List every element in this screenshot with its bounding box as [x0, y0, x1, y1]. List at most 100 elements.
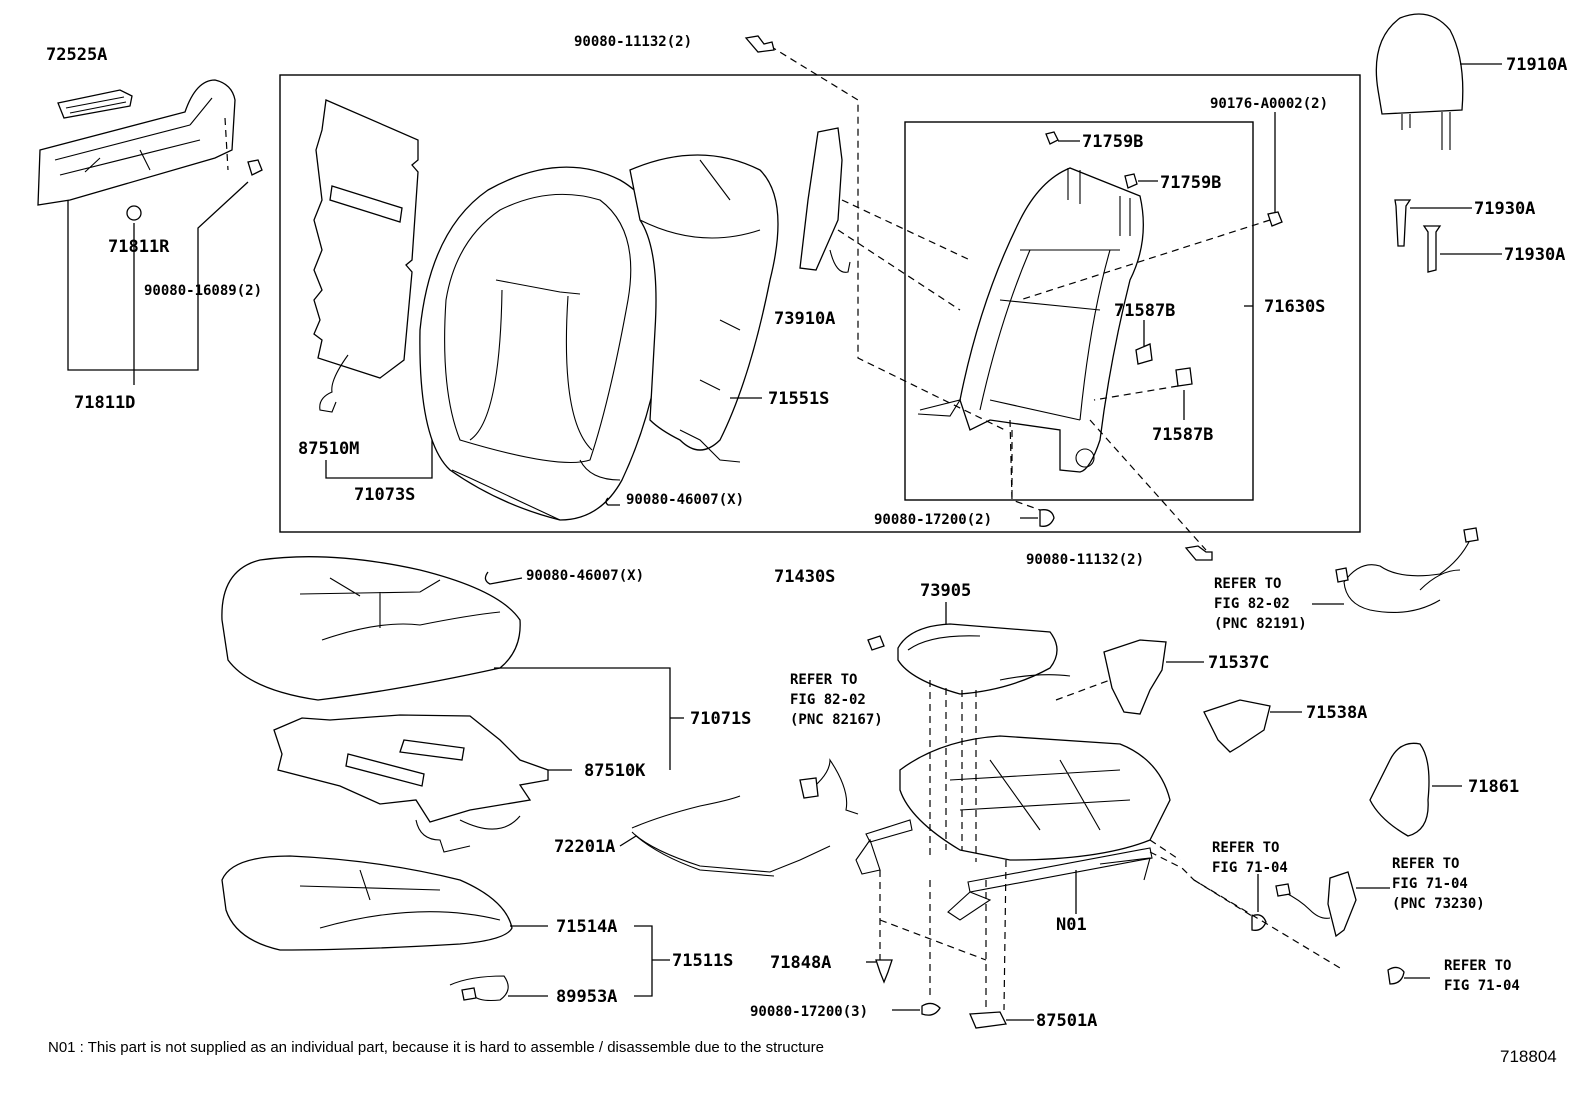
label-72525A: 72525A [46, 45, 107, 65]
ref-82167-line-1: REFER TO [790, 672, 857, 688]
label-71759B-2: 71759B [1160, 173, 1221, 193]
frame-clip-1-drawing [1045, 131, 1059, 145]
label-71587B-1: 71587B [1114, 301, 1175, 321]
harness-82191-drawing [1335, 527, 1479, 613]
seat-track-drawing [855, 735, 1171, 921]
label-71930A-1: 71930A [1474, 199, 1535, 219]
label-71759B-1: 71759B [1082, 132, 1143, 152]
frame-clip-4-drawing [1175, 367, 1193, 387]
ref-73230-line-1: REFER TO [1392, 856, 1459, 872]
label-71811D: 71811D [74, 393, 135, 413]
ref-73230-line-3: (PNC 73230) [1392, 896, 1485, 912]
label-87501A: 87501A [1036, 1011, 1097, 1031]
headrest-support-2-drawing [1422, 225, 1442, 273]
label-72201A: 72201A [554, 837, 615, 857]
connector-87501A-drawing [969, 1011, 1007, 1029]
harness-82167-drawing [799, 758, 859, 815]
ref-82167-line-3: (PNC 82167) [790, 712, 883, 728]
label-71538A: 71538A [1306, 703, 1367, 723]
label-73910A: 73910A [774, 309, 835, 329]
seatback-frame-drawing [917, 167, 1144, 473]
seatback-pad-drawing [629, 154, 779, 463]
frame-nut-drawing [1267, 211, 1283, 227]
ref-82167-line-2: FIG 82-02 [790, 692, 866, 708]
label-71430S: 71430S [774, 567, 835, 587]
reference-82167: REFER TO FIG 82-02 (PNC 82167) [790, 672, 883, 728]
label-87510M: 87510M [298, 439, 359, 459]
ref-71-04-b-line-2: FIG 71-04 [1444, 978, 1520, 994]
armrest-drawing [37, 79, 263, 221]
clip-lower-leader [484, 571, 523, 585]
label-90080-17200-upper: 90080-17200(2) [874, 512, 992, 528]
ref-71-04-a-line-1: REFER TO [1212, 840, 1279, 856]
reference-82191: REFER TO FIG 82-02 (PNC 82191) [1214, 576, 1307, 632]
label-71071S: 71071S [690, 709, 751, 729]
side-cover-drawing [1103, 639, 1167, 715]
figure-code: 718804 [1500, 1047, 1557, 1066]
seat-sensor-drawing [449, 975, 509, 1002]
label-71587B-2: 71587B [1152, 425, 1213, 445]
reference-71-04-a: REFER TO FIG 71-04 [1212, 840, 1288, 876]
label-71551S: 71551S [768, 389, 829, 409]
label-71930A-2: 71930A [1504, 245, 1565, 265]
label-N01: N01 [1056, 915, 1087, 935]
label-90080-11132-mid: 90080-11132(2) [1026, 552, 1144, 568]
seatback-assembly-box [279, 74, 1361, 533]
cushion-cover-drawing [221, 556, 521, 701]
headrest-drawing [1375, 13, 1464, 150]
armrest-bushing-drawing [126, 205, 142, 221]
frame-clip-2-drawing [1124, 173, 1138, 189]
armrest-cover-drawing [57, 89, 133, 119]
ref-71-04-a-line-2: FIG 71-04 [1212, 860, 1288, 876]
armrest-bolt-drawing [247, 159, 263, 176]
seatback-heater-drawing [313, 99, 419, 413]
wire-leader [619, 835, 637, 847]
label-90080-46007-lower: 90080-46007(X) [526, 568, 644, 584]
label-71073S: 71073S [354, 485, 415, 505]
top-bolt-drawing [744, 35, 775, 53]
label-90176-A0002: 90176-A0002(2) [1210, 96, 1328, 112]
label-71630S: 71630S [1264, 297, 1325, 317]
headrest-support-1-drawing [1394, 199, 1412, 247]
label-71811R: 71811R [108, 237, 170, 257]
ref-71-04-b-line-1: REFER TO [1444, 958, 1511, 974]
label-71511S: 71511S [672, 951, 733, 971]
label-87510K: 87510K [584, 761, 646, 781]
footnote-n01: N01 : This part is not supplied as an in… [48, 1039, 824, 1056]
bolt-lower-drawing [921, 1002, 941, 1016]
bracket-drawing [1203, 699, 1271, 753]
cushion-pad-drawing [221, 855, 513, 951]
label-71514A: 71514A [556, 917, 617, 937]
buckle-drawing [1275, 871, 1357, 938]
label-90080-17200-lower: 90080-17200(3) [750, 1004, 868, 1020]
label-71910A: 71910A [1506, 55, 1567, 75]
frame-nut-lower-drawing [1039, 509, 1055, 527]
seatback-cover-drawing [419, 166, 669, 521]
frame-clip-3-drawing [1135, 343, 1153, 365]
ref-82191-line-2: FIG 82-02 [1214, 596, 1290, 612]
reference-71-04-b: REFER TO FIG 71-04 [1444, 958, 1520, 994]
reference-73230: REFER TO FIG 71-04 (PNC 73230) [1392, 856, 1485, 912]
label-71861: 71861 [1468, 777, 1519, 797]
label-71537C: 71537C [1208, 653, 1269, 673]
bolt-71-04-drawing [1387, 966, 1405, 985]
occupant-sensor-drawing [867, 623, 1071, 695]
frame-subassembly-box [904, 121, 1254, 501]
label-90080-46007-upper: 90080-46007(X) [626, 492, 744, 508]
clip-71848A-drawing [875, 959, 893, 984]
ref-73230-line-2: FIG 71-04 [1392, 876, 1468, 892]
washer-drawing [1251, 914, 1267, 931]
cushion-heater-drawing [273, 714, 549, 853]
label-90080-11132-top: 90080-11132(2) [574, 34, 692, 50]
seat-wire-drawing [631, 795, 831, 877]
side-airbag-drawing [799, 127, 851, 273]
label-89953A: 89953A [556, 987, 617, 1007]
cover-71861-drawing [1369, 742, 1430, 837]
label-71848A: 71848A [770, 953, 831, 973]
ref-82191-line-1: REFER TO [1214, 576, 1281, 592]
ref-82191-line-3: (PNC 82191) [1214, 616, 1307, 632]
label-73905: 73905 [920, 581, 971, 601]
mid-bolt-drawing [1184, 545, 1213, 561]
label-90080-16089: 90080-16089(2) [144, 283, 262, 299]
